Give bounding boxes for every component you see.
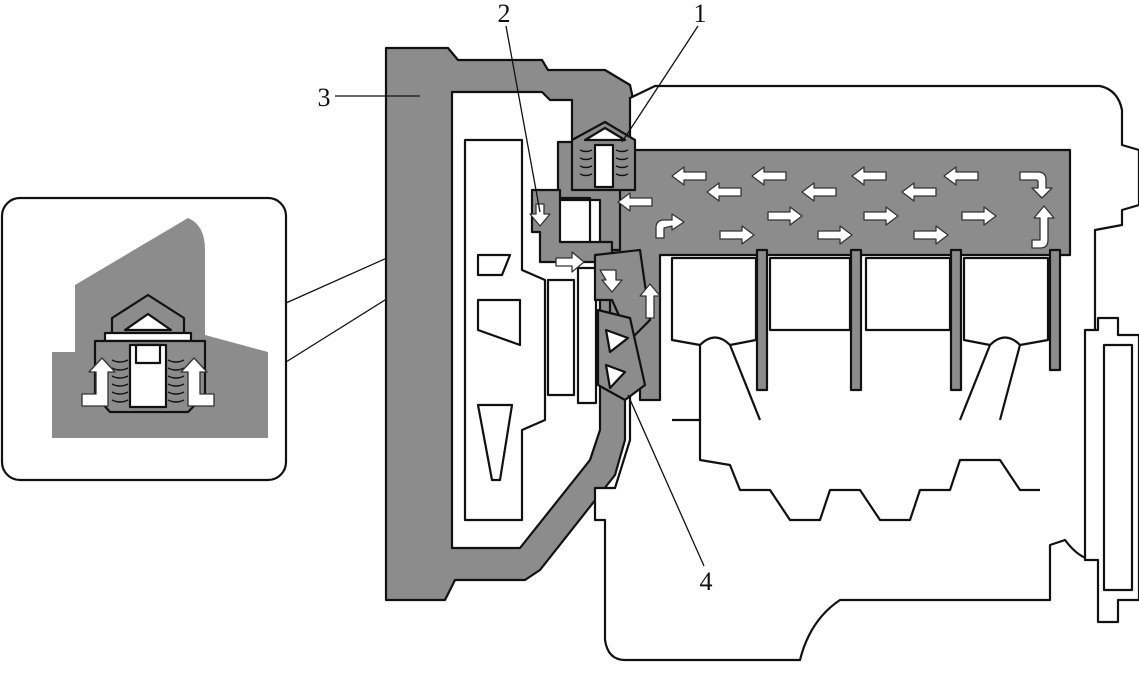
- flow-arrow-icon: [639, 283, 661, 319]
- callout-4: 4: [627, 394, 713, 596]
- flow-arrow-icon: [751, 166, 787, 186]
- callout-label-1: 1: [694, 0, 707, 28]
- cylinders: [670, 248, 1062, 392]
- pulley: [576, 266, 598, 405]
- thermostat-detail-inset: [0, 196, 288, 482]
- callout-label-4: 4: [700, 567, 713, 596]
- water-pump: [596, 308, 647, 402]
- flow-arrow-icon: [1031, 205, 1055, 249]
- callout-label-3: 3: [318, 83, 331, 112]
- flywheel: [1083, 316, 1139, 624]
- flow-arrow-icon: [913, 225, 949, 245]
- fan-blade: [476, 253, 512, 277]
- callout-label-2: 2: [498, 0, 511, 28]
- coolant-flow-arrows: [529, 166, 1055, 319]
- fan-blade: [476, 403, 514, 482]
- water-jacket-head: [608, 148, 1072, 402]
- fan-shroud: [463, 138, 547, 522]
- callout-3: 3: [318, 83, 420, 112]
- flow-arrow-icon: [180, 357, 215, 407]
- engine-block: [560, 84, 1139, 662]
- flow-arrow-icon: [529, 203, 551, 227]
- flow-arrow-icon: [671, 166, 707, 186]
- flow-arrow-icon: [901, 182, 937, 202]
- flow-arrow-icon: [863, 206, 899, 226]
- spring-icon: [111, 359, 185, 403]
- flow-arrow-icon: [617, 192, 653, 212]
- flow-arrow-icon: [767, 206, 803, 226]
- flow-arrow-icon: [81, 357, 116, 407]
- flow-arrow-icon: [961, 206, 997, 226]
- flow-arrow-icon: [817, 225, 853, 245]
- flow-arrow-icon: [706, 182, 742, 202]
- callout-2: 2: [498, 0, 541, 213]
- callout-1: 1: [621, 0, 707, 143]
- flow-arrow-icon: [1019, 171, 1053, 199]
- flow-arrow-icon: [555, 251, 585, 273]
- flow-arrow-icon: [719, 225, 755, 245]
- fan-blade: [476, 298, 522, 347]
- flow-arrow-icon: [655, 213, 685, 239]
- flow-arrow-icon: [801, 182, 837, 202]
- thermostat: [570, 120, 637, 192]
- flow-arrow-icon: [943, 166, 979, 186]
- crankcase: [672, 418, 1040, 522]
- flow-arrow-icon: [851, 166, 887, 186]
- fan-hub: [546, 278, 576, 397]
- flow-arrow-icon: [599, 269, 623, 293]
